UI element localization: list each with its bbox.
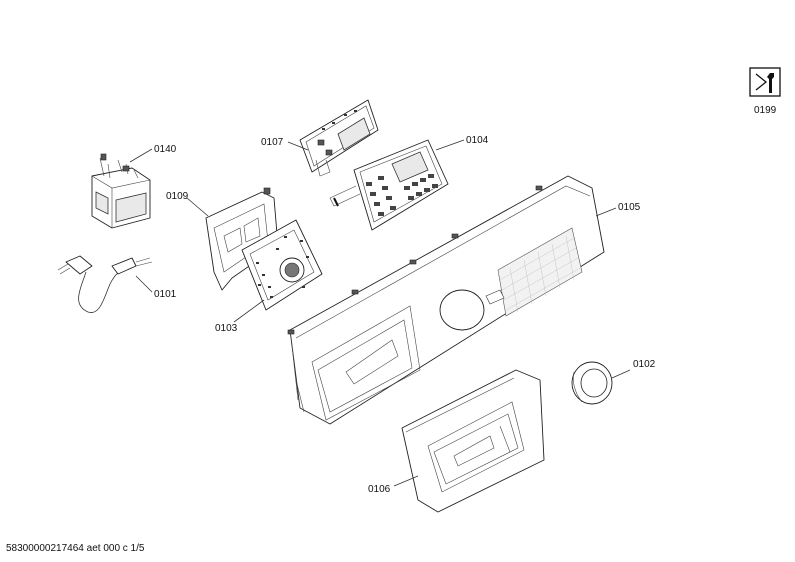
part-0104-keypad: [329, 139, 449, 231]
part-0106-dispenser-drawer: [401, 369, 545, 513]
callout-0103: 0103: [215, 323, 238, 334]
callout-0101: 0101: [154, 289, 177, 300]
callout-0107: 0107: [261, 137, 284, 148]
part-0101-power-cord: [57, 255, 153, 313]
callout-0105: 0105: [618, 202, 641, 213]
document-id: 58300000217464 aet 000 c 1/5: [6, 543, 145, 554]
part-0140-module: [91, 153, 151, 229]
part-0105-control-panel: [287, 175, 605, 425]
wrench-document-icon: [749, 67, 781, 97]
callout-0102: 0102: [633, 359, 656, 370]
part-0103-control-board: [241, 219, 323, 311]
part-0107-display-board: [299, 99, 379, 177]
part-0102-seal-ring: [571, 361, 613, 405]
callout-0104: 0104: [466, 135, 489, 146]
callout-0140: 0140: [154, 144, 177, 155]
callout-0106: 0106: [368, 484, 391, 495]
callout-0109: 0109: [166, 191, 189, 202]
callout-0199: 0199: [754, 105, 777, 116]
